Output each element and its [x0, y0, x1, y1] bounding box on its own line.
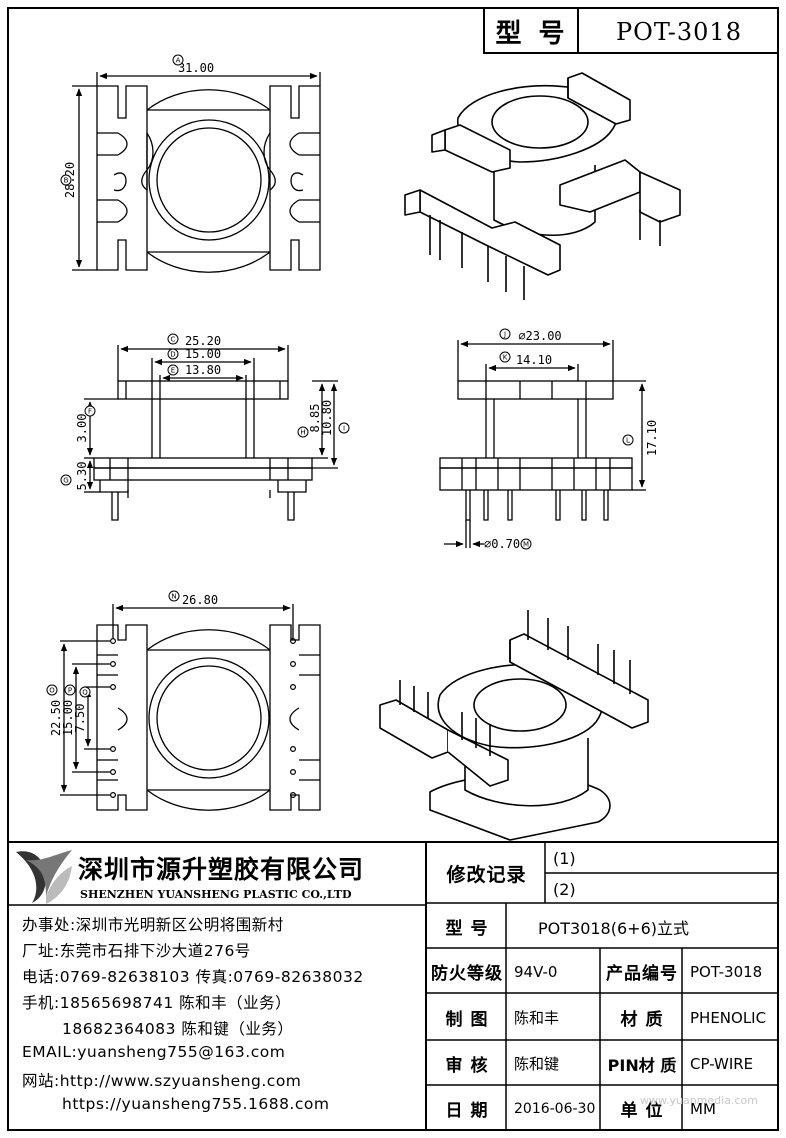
marker-j: J: [499, 328, 511, 340]
dim-h: 8.85: [308, 404, 322, 433]
marker-e: E: [167, 364, 179, 376]
office-address: 办事处:深圳市光明新区公明将围新村: [22, 916, 284, 934]
website-2[interactable]: https://yuansheng755.1688.com: [62, 1095, 330, 1113]
watermark: www.yuanmedia.com: [640, 1093, 758, 1107]
dim-j: ⌀23.00: [518, 329, 561, 343]
company-logo-icon: [16, 850, 72, 904]
company-name-en: SHENZHEN YUANSHENG PLASTIC CO.,LTD: [80, 887, 352, 901]
dim-c: 25.20: [185, 334, 221, 348]
svg-text:A: A: [176, 57, 181, 65]
marker-d: D: [167, 348, 179, 360]
drafter-label: 制 图: [445, 1010, 489, 1030]
title-box: [483, 7, 779, 54]
pin-material-label: PIN材 质: [607, 1055, 677, 1075]
drafter-value: 陈和丰: [514, 1009, 560, 1027]
marker-f: F: [84, 405, 96, 417]
title-label: 型 号: [495, 19, 569, 49]
unit-label: 单 位: [620, 1101, 664, 1121]
model-value: POT3018(6+6)立式: [538, 918, 689, 938]
product-code-label: 产品编号: [606, 964, 678, 984]
svg-text:P: P: [68, 687, 72, 695]
marker-m: M: [520, 538, 532, 550]
svg-text:G: G: [63, 477, 68, 485]
top-view: [72, 72, 321, 273]
reviewer-label: 审 核: [445, 1056, 489, 1076]
marker-b: B: [60, 174, 72, 186]
marker-a: A: [172, 54, 184, 66]
svg-text:K: K: [503, 354, 508, 362]
reviewer-value: 陈和键: [514, 1055, 560, 1073]
svg-text:I: I: [343, 425, 345, 433]
dim-d: 15.00: [185, 347, 221, 361]
company-name-cn: 深圳市源升塑胶有限公司: [78, 855, 365, 884]
revision-2: (2): [553, 879, 576, 899]
revision-1: (1): [553, 849, 576, 868]
dim-q: 7.50: [73, 704, 87, 733]
dim-n: 26.80: [182, 593, 218, 607]
date-value: 2016-06-30: [514, 1100, 596, 1117]
marker-l: L: [622, 434, 634, 446]
iso-view-top: [404, 72, 681, 300]
material-label: 材 质: [620, 1010, 664, 1030]
iso-view-bottom: [379, 610, 649, 841]
svg-text:B: B: [64, 177, 69, 185]
dim-e: 13.80: [185, 363, 221, 377]
marker-i: I: [338, 422, 350, 434]
svg-text:C: C: [171, 336, 176, 344]
fire-rating-value: 94V-0: [514, 962, 558, 981]
dim-f: 3.00: [75, 414, 89, 443]
dim-k: 14.10: [516, 353, 552, 367]
unit-value: MM: [690, 1099, 716, 1118]
marker-c: C: [167, 333, 179, 345]
svg-text:F: F: [88, 408, 92, 416]
marker-o: O: [46, 684, 58, 696]
mobile-1: 手机:18565698741 陈和丰（业务）: [22, 994, 292, 1012]
website-1[interactable]: 网站:http://www.szyuansheng.com: [22, 1072, 302, 1090]
marker-n: N: [168, 590, 180, 602]
fire-rating-label: 防火等级: [431, 964, 503, 984]
title-model: POT-3018: [616, 17, 742, 46]
front-view: [84, 345, 338, 521]
mobile-2: 18682364083 陈和键（业务）: [62, 1020, 294, 1038]
marker-k: K: [499, 351, 511, 363]
sheet-border: [7, 7, 779, 1131]
dim-i: 10.80: [320, 400, 334, 436]
marker-q: Q: [79, 686, 91, 698]
svg-text:E: E: [171, 367, 175, 375]
svg-text:Q: Q: [82, 689, 88, 697]
svg-text:D: D: [170, 351, 175, 359]
revision-label: 修改记录: [446, 864, 527, 886]
dim-p: 15.00: [61, 700, 75, 736]
marker-g: G: [60, 474, 72, 486]
dim-l: 17.10: [645, 420, 659, 456]
dim-g: 5.30: [75, 462, 89, 491]
svg-text:M: M: [523, 541, 529, 549]
side-view: [439, 340, 646, 548]
dim-m: ⌀0.70: [484, 537, 520, 551]
svg-text:O: O: [49, 687, 55, 695]
svg-text:N: N: [171, 593, 176, 601]
factory-address: 厂址:东莞市石排下沙大道276号: [22, 942, 251, 960]
svg-text:L: L: [626, 437, 630, 445]
dim-a: 31.00: [178, 61, 214, 75]
model-label: 型 号: [445, 919, 489, 939]
bottom-view: [60, 604, 321, 811]
dim-o: 22.50: [49, 700, 63, 736]
phone-fax: 电话:0769-82638103 传真:0769-82638032: [22, 968, 364, 986]
marker-h: H: [297, 426, 309, 438]
pin-material-value: CP-WIRE: [690, 1054, 754, 1073]
email[interactable]: EMAIL:yuansheng755@163.com: [22, 1043, 286, 1061]
svg-text:J: J: [503, 331, 506, 339]
product-code-value: POT-3018: [690, 962, 763, 981]
material-value: PHENOLIC: [690, 1008, 767, 1027]
marker-p: P: [64, 684, 76, 696]
svg-text:H: H: [300, 429, 305, 437]
date-label: 日 期: [445, 1101, 489, 1121]
